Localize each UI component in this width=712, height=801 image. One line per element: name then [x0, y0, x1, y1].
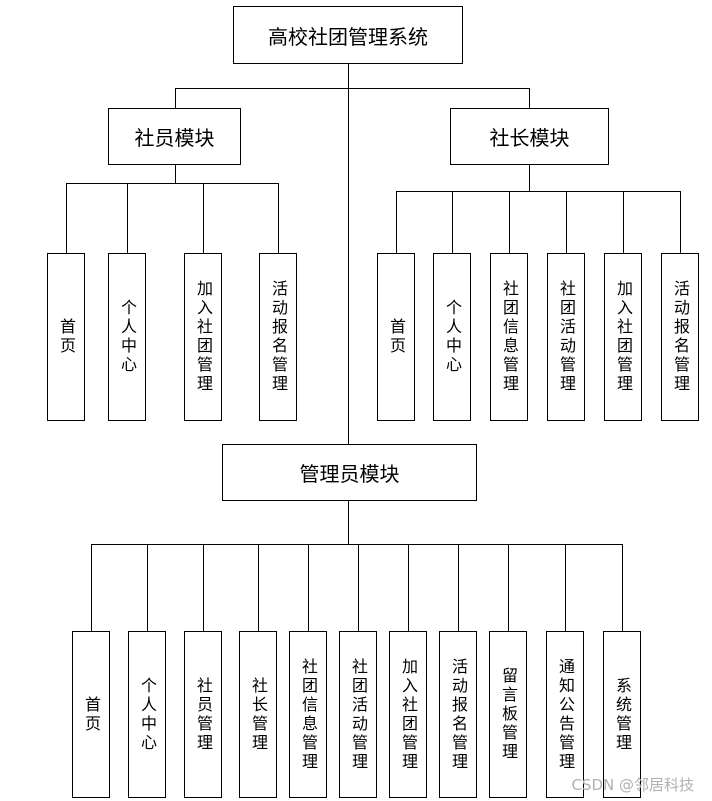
president-item-label: 首页 — [387, 318, 406, 356]
connector-line — [203, 544, 204, 632]
admin-item-label: 加入社团管理 — [399, 657, 418, 772]
connector-line — [566, 191, 567, 254]
admin-item: 个人中心 — [128, 631, 166, 798]
connector-line — [458, 544, 459, 632]
connector-line — [680, 191, 681, 254]
connector-line — [203, 183, 204, 254]
president-item-label: 社团活动管理 — [557, 280, 576, 394]
member-module-box: 社员模块 — [108, 108, 241, 165]
admin-item: 留言板管理 — [489, 631, 527, 798]
connector-line — [348, 64, 349, 445]
member-item: 个人中心 — [108, 253, 146, 421]
connector-line — [529, 165, 530, 192]
connector-line — [408, 544, 409, 632]
admin-item: 系统管理 — [603, 631, 641, 798]
connector-line — [258, 544, 259, 632]
admin-module-label: 管理员模块 — [299, 462, 400, 486]
member-module-label: 社员模块 — [134, 126, 215, 150]
member-item-label: 活动报名管理 — [269, 280, 288, 394]
admin-item-label: 社员管理 — [194, 676, 213, 753]
connector-line — [452, 191, 453, 254]
president-item: 活动报名管理 — [661, 253, 699, 421]
member-item-label: 首页 — [57, 318, 76, 356]
connector-line — [175, 88, 176, 108]
connector-line — [623, 191, 624, 254]
connector-line — [66, 183, 279, 184]
member-item: 活动报名管理 — [259, 253, 297, 421]
president-module-box: 社长模块 — [450, 108, 609, 165]
connector-line — [396, 191, 681, 192]
member-item: 首页 — [47, 253, 85, 421]
president-item-label: 活动报名管理 — [671, 280, 690, 394]
connector-line — [358, 544, 359, 632]
president-item: 个人中心 — [433, 253, 471, 421]
admin-item-label: 首页 — [82, 695, 101, 734]
connector-line — [91, 544, 92, 632]
president-item-label: 加入社团管理 — [614, 280, 633, 394]
system-title: 高校社团管理系统 — [268, 24, 428, 49]
admin-item-label: 社长管理 — [249, 676, 268, 753]
president-item: 社团活动管理 — [547, 253, 585, 421]
connector-line — [565, 544, 566, 632]
connector-line — [278, 183, 279, 254]
connector-line — [348, 501, 349, 545]
admin-item-label: 系统管理 — [613, 676, 632, 753]
admin-item-label: 个人中心 — [138, 676, 157, 753]
president-item: 加入社团管理 — [604, 253, 642, 421]
admin-item-label: 通知公告管理 — [556, 657, 575, 772]
president-module-label: 社长模块 — [489, 126, 570, 150]
connector-line — [396, 191, 397, 254]
connector-line — [529, 88, 530, 108]
connector-line — [509, 191, 510, 254]
connector-line — [66, 183, 67, 254]
admin-item: 社长管理 — [239, 631, 277, 798]
connector-line — [175, 88, 530, 89]
system-title-box: 高校社团管理系统 — [233, 6, 463, 64]
connector-line — [127, 183, 128, 254]
member-item: 加入社团管理 — [184, 253, 222, 421]
admin-item-label: 社团活动管理 — [349, 657, 368, 772]
admin-item-label: 留言板管理 — [499, 667, 518, 762]
president-item-label: 社团信息管理 — [500, 280, 519, 394]
admin-item: 社员管理 — [184, 631, 222, 798]
connector-line — [91, 544, 623, 545]
connector-line — [308, 544, 309, 632]
admin-item: 社团活动管理 — [339, 631, 377, 798]
admin-item-label: 社团信息管理 — [299, 657, 318, 772]
connector-line — [147, 544, 148, 632]
admin-item: 加入社团管理 — [389, 631, 427, 798]
admin-item-label: 活动报名管理 — [449, 657, 468, 772]
admin-item: 社团信息管理 — [289, 631, 327, 798]
president-item: 社团信息管理 — [490, 253, 528, 421]
member-item-label: 加入社团管理 — [194, 280, 213, 394]
connector-line — [175, 165, 176, 184]
president-item: 首页 — [377, 253, 415, 421]
admin-item: 活动报名管理 — [439, 631, 477, 798]
admin-item: 首页 — [72, 631, 110, 798]
president-item-label: 个人中心 — [443, 299, 462, 375]
admin-module-box: 管理员模块 — [222, 444, 477, 501]
connector-line — [508, 544, 509, 632]
admin-item: 通知公告管理 — [546, 631, 584, 798]
connector-line — [622, 544, 623, 632]
watermark-text: CSDN @邻居科技 — [571, 776, 694, 794]
member-item-label: 个人中心 — [118, 299, 137, 375]
